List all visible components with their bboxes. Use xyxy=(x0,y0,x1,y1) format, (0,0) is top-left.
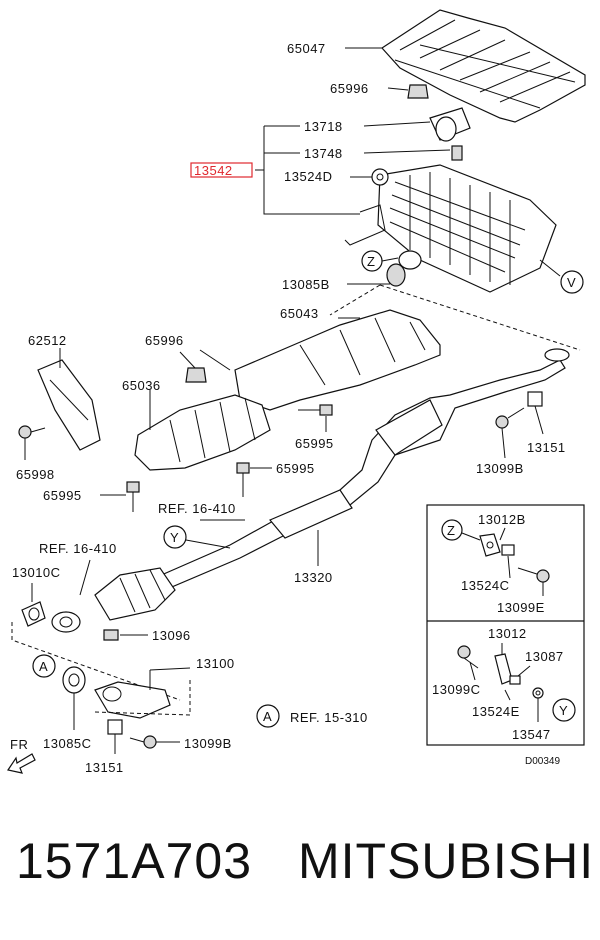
rubber-13087 xyxy=(509,675,521,685)
footer-brand: MITSUBISHI xyxy=(298,833,595,889)
label-13099E: 13099E xyxy=(497,600,545,615)
label-13524C: 13524C xyxy=(461,578,510,593)
label-13085B: 13085B xyxy=(282,277,330,292)
footer-part-number: 1571A703 xyxy=(16,833,253,889)
diagram-code: D00349 xyxy=(525,756,560,767)
main-muffler xyxy=(344,164,557,293)
callout-A-ref: A xyxy=(256,704,280,728)
detail-box xyxy=(426,504,585,746)
gasket-13010C xyxy=(21,601,46,627)
gasket-13085B xyxy=(386,250,422,287)
flange-front xyxy=(51,611,81,633)
nut-13096 xyxy=(103,629,119,641)
label-13010C: 13010C xyxy=(12,565,61,580)
footer: 1571A703 MITSUBISHI xyxy=(0,832,600,912)
flange-rear xyxy=(544,348,570,362)
callout-V-top: V xyxy=(560,270,584,294)
front-pipe-13100 xyxy=(94,681,171,719)
bolt-13748 xyxy=(451,145,463,161)
bolt-13099B-a xyxy=(495,407,525,429)
svg-text:Z: Z xyxy=(367,254,375,269)
bolt-13099B-b xyxy=(129,735,157,749)
callout-A-left: A xyxy=(32,654,56,678)
label-65043: 65043 xyxy=(280,306,319,321)
svg-text:Y: Y xyxy=(559,703,568,718)
hanger-13524D xyxy=(371,168,389,186)
label-65995-c: 65995 xyxy=(43,488,82,503)
label-13524E: 13524E xyxy=(472,704,520,719)
callout-Z-detail: Z xyxy=(441,519,463,541)
label-65996-top: 65996 xyxy=(330,81,369,96)
label-13087: 13087 xyxy=(525,649,564,664)
label-13085C: 13085C xyxy=(43,736,92,751)
label-65995-b: 65995 xyxy=(276,461,315,476)
label-13012B: 13012B xyxy=(478,512,526,527)
washer-13547 xyxy=(532,687,544,699)
svg-text:A: A xyxy=(39,659,48,674)
bushing-13524C xyxy=(501,544,515,556)
label-13099B-a: 13099B xyxy=(476,461,524,476)
svg-text:V: V xyxy=(567,275,576,290)
heat-shield-center xyxy=(234,309,441,411)
center-pipe-13320 xyxy=(149,359,566,593)
callout-Y-detail: Y xyxy=(552,698,576,722)
label-65998: 65998 xyxy=(16,467,55,482)
svg-text:A: A xyxy=(263,709,272,724)
bolt-65995-c xyxy=(126,481,140,512)
bolt-65995-a xyxy=(298,404,333,416)
bracket-62512 xyxy=(37,359,101,451)
label-13718: 13718 xyxy=(304,119,343,134)
label-13547: 13547 xyxy=(512,727,551,742)
nut-65996-top xyxy=(407,84,429,99)
label-13524D: 13524D xyxy=(284,169,333,184)
label-13100: 13100 xyxy=(196,656,235,671)
label-13151-b: 13151 xyxy=(85,760,124,775)
hanger-13012B xyxy=(479,533,501,557)
gasket-13085C xyxy=(62,666,86,694)
front-arrow-icon xyxy=(7,753,36,774)
label-62512: 62512 xyxy=(28,333,67,348)
spring-13151-b xyxy=(107,719,123,735)
label-13748: 13748 xyxy=(304,146,343,161)
front-indicator-label: FR xyxy=(10,737,28,752)
nut-65996-mid xyxy=(185,367,207,383)
ref-15-310: REF. 15-310 xyxy=(290,710,368,725)
ref-16-410-lower: REF. 16-410 xyxy=(39,541,117,556)
label-13099C: 13099C xyxy=(432,682,481,697)
label-65996-mid: 65996 xyxy=(145,333,184,348)
label-13012: 13012 xyxy=(488,626,527,641)
highlight-13542 xyxy=(190,162,253,178)
label-13151-a: 13151 xyxy=(527,440,566,455)
bolt-13099C xyxy=(457,645,479,669)
label-13320: 13320 xyxy=(294,570,333,585)
ref-16-410-upper: REF. 16-410 xyxy=(158,501,236,516)
catalytic-converter xyxy=(94,567,176,621)
bolt-13099E xyxy=(517,567,550,583)
callout-Z-top: Z xyxy=(361,250,383,272)
heat-shield-rear xyxy=(381,9,586,123)
label-65995-a: 65995 xyxy=(295,436,334,451)
spring-13151-a xyxy=(527,391,543,407)
label-65036: 65036 xyxy=(122,378,161,393)
tail-pipe xyxy=(429,107,471,142)
bolt-65995-b xyxy=(236,462,250,497)
bolt-65998 xyxy=(18,425,46,439)
svg-text:Y: Y xyxy=(170,530,179,545)
label-13096: 13096 xyxy=(152,628,191,643)
callout-Y-mid: Y xyxy=(163,525,187,549)
heat-shield-front xyxy=(134,394,271,471)
svg-text:Z: Z xyxy=(447,523,455,538)
label-65047: 65047 xyxy=(287,41,326,56)
label-13542: 13542 xyxy=(194,163,233,178)
label-13099B-b: 13099B xyxy=(184,736,232,751)
